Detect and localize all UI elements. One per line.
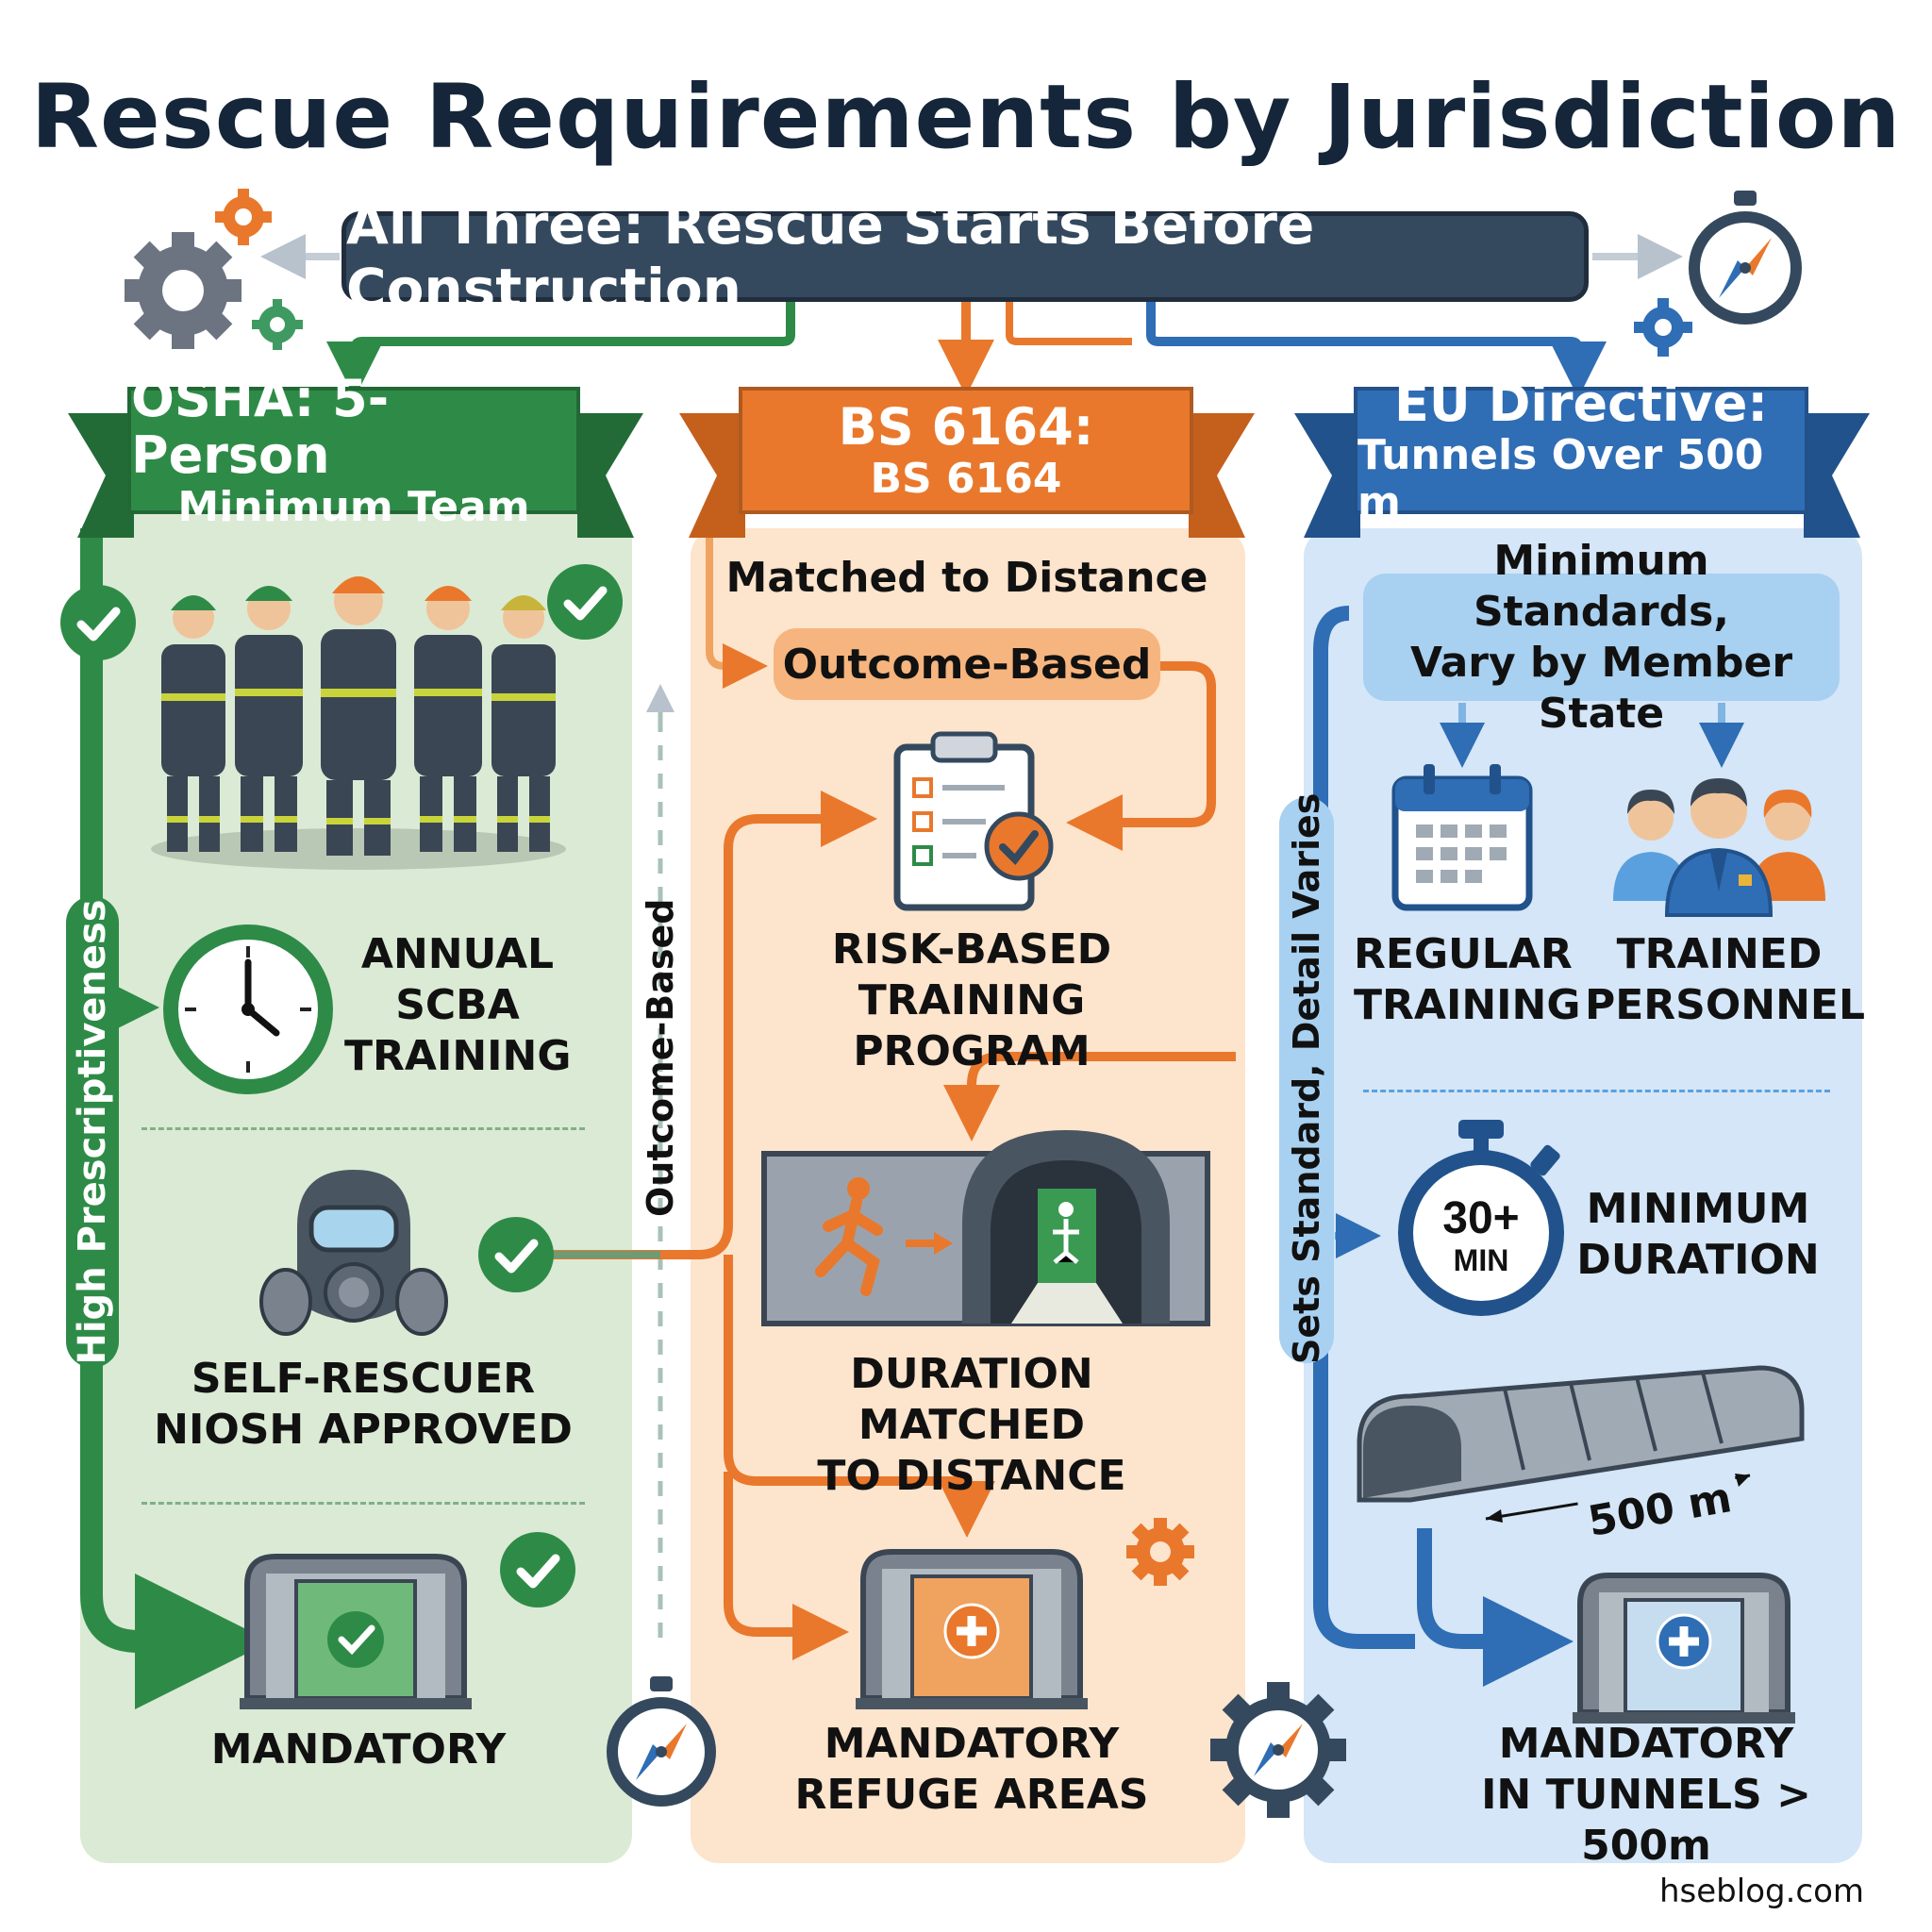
tunnel-icon bbox=[1357, 1365, 1805, 1523]
tunnel-escape-icon bbox=[761, 1130, 1210, 1326]
page-title: Rescue Requirements by Jurisdiction bbox=[30, 66, 1902, 169]
gear-icon bbox=[1126, 1518, 1194, 1586]
check-circle-icon bbox=[547, 564, 623, 640]
timer-unit: MIN bbox=[1454, 1243, 1509, 1277]
refuge-chamber-icon bbox=[1573, 1573, 1795, 1724]
osha-side-label-bar bbox=[66, 896, 119, 1368]
bs-header-line2: BS 6164 bbox=[870, 454, 1062, 503]
clock-icon bbox=[163, 924, 333, 1094]
timer-value: 30+ bbox=[1442, 1193, 1519, 1243]
gas-mask-icon bbox=[259, 1170, 448, 1336]
clipboard-checklist-icon bbox=[893, 731, 1054, 911]
calendar-icon bbox=[1391, 764, 1533, 911]
minimum-duration-label: MINIMUM DURATION bbox=[1576, 1185, 1820, 1284]
refuge-chamber-icon bbox=[856, 1549, 1088, 1709]
gear-cluster-icon bbox=[125, 189, 303, 350]
divider bbox=[142, 1127, 585, 1130]
osha-header: OSHA: 5-Person Minimum Team bbox=[127, 370, 580, 530]
check-circle-icon bbox=[500, 1532, 575, 1607]
outcome-based-pill: Outcome-Based bbox=[774, 628, 1160, 700]
stopwatch-icon: 30+ MIN bbox=[1398, 1120, 1564, 1316]
eu-header: EU Directive: Tunnels Over 500 m bbox=[1354, 375, 1808, 525]
eu-minimum-standards-pill: Minimum Standards, Vary by Member State bbox=[1363, 537, 1840, 738]
gear-compass-icon bbox=[1210, 1682, 1346, 1818]
mandatory-label: MANDATORY bbox=[210, 1725, 507, 1774]
regular-training-label: REGULAR TRAINING bbox=[1354, 930, 1581, 1029]
bs-header-line1: BS 6164: bbox=[838, 396, 1094, 457]
eu-header-line1: EU Directive: bbox=[1394, 373, 1768, 433]
mandatory-in-tunnels-label: MANDATORY IN TUNNELS > 500m bbox=[1481, 1720, 1811, 1870]
eu-header-line2: Tunnels Over 500 m bbox=[1357, 430, 1764, 526]
compass-icon bbox=[607, 1676, 716, 1807]
bs-ribbon-tails bbox=[679, 413, 1255, 538]
check-circle-icon bbox=[478, 1217, 554, 1292]
osha-ribbon-tails bbox=[68, 413, 643, 538]
mandatory-refuge-label: MANDATORY REFUGE AREAS bbox=[794, 1720, 1149, 1819]
bs-subtitle: Matched to Distance bbox=[725, 554, 1208, 602]
gear-icon bbox=[1634, 298, 1692, 357]
risk-based-training-label: RISK-BASED TRAINING PROGRAM bbox=[831, 925, 1112, 1075]
self-rescuer-label: SELF-RESCUER NIOSH APPROVED bbox=[154, 1355, 573, 1454]
footer-credit: hseblog.com bbox=[1658, 1873, 1864, 1910]
bs-side-label: Outcome-Based bbox=[640, 898, 681, 1218]
trained-personnel-label: TRAINED PERSONNEL bbox=[1585, 930, 1866, 1029]
osha-header-line2: Minimum Team bbox=[177, 482, 530, 531]
trained-personnel-icon bbox=[1613, 778, 1825, 917]
divider bbox=[142, 1502, 585, 1505]
osha-header-line1: OSHA: 5-Person bbox=[131, 368, 390, 485]
annual-scba-training-label: ANNUAL SCBA TRAINING bbox=[344, 930, 572, 1080]
rescue-team-icon bbox=[151, 576, 566, 870]
duration-matched-label: DURATION MATCHED TO DISTANCE bbox=[817, 1350, 1126, 1500]
top-banner: All Three: Rescue Starts Before Construc… bbox=[341, 192, 1589, 321]
eu-side-label: Sets Standard, Detail Varies bbox=[1286, 792, 1327, 1364]
divider bbox=[1363, 1090, 1830, 1092]
compass-icon bbox=[1689, 191, 1802, 325]
eu-side-label-bar bbox=[1279, 797, 1334, 1363]
check-circle-icon bbox=[60, 585, 136, 660]
refuge-chamber-icon bbox=[240, 1554, 472, 1709]
bs-header: BS 6164: BS 6164 bbox=[739, 387, 1193, 514]
eu-ribbon-tails bbox=[1294, 413, 1870, 538]
osha-side-label: High Prescriptiveness bbox=[71, 899, 114, 1365]
